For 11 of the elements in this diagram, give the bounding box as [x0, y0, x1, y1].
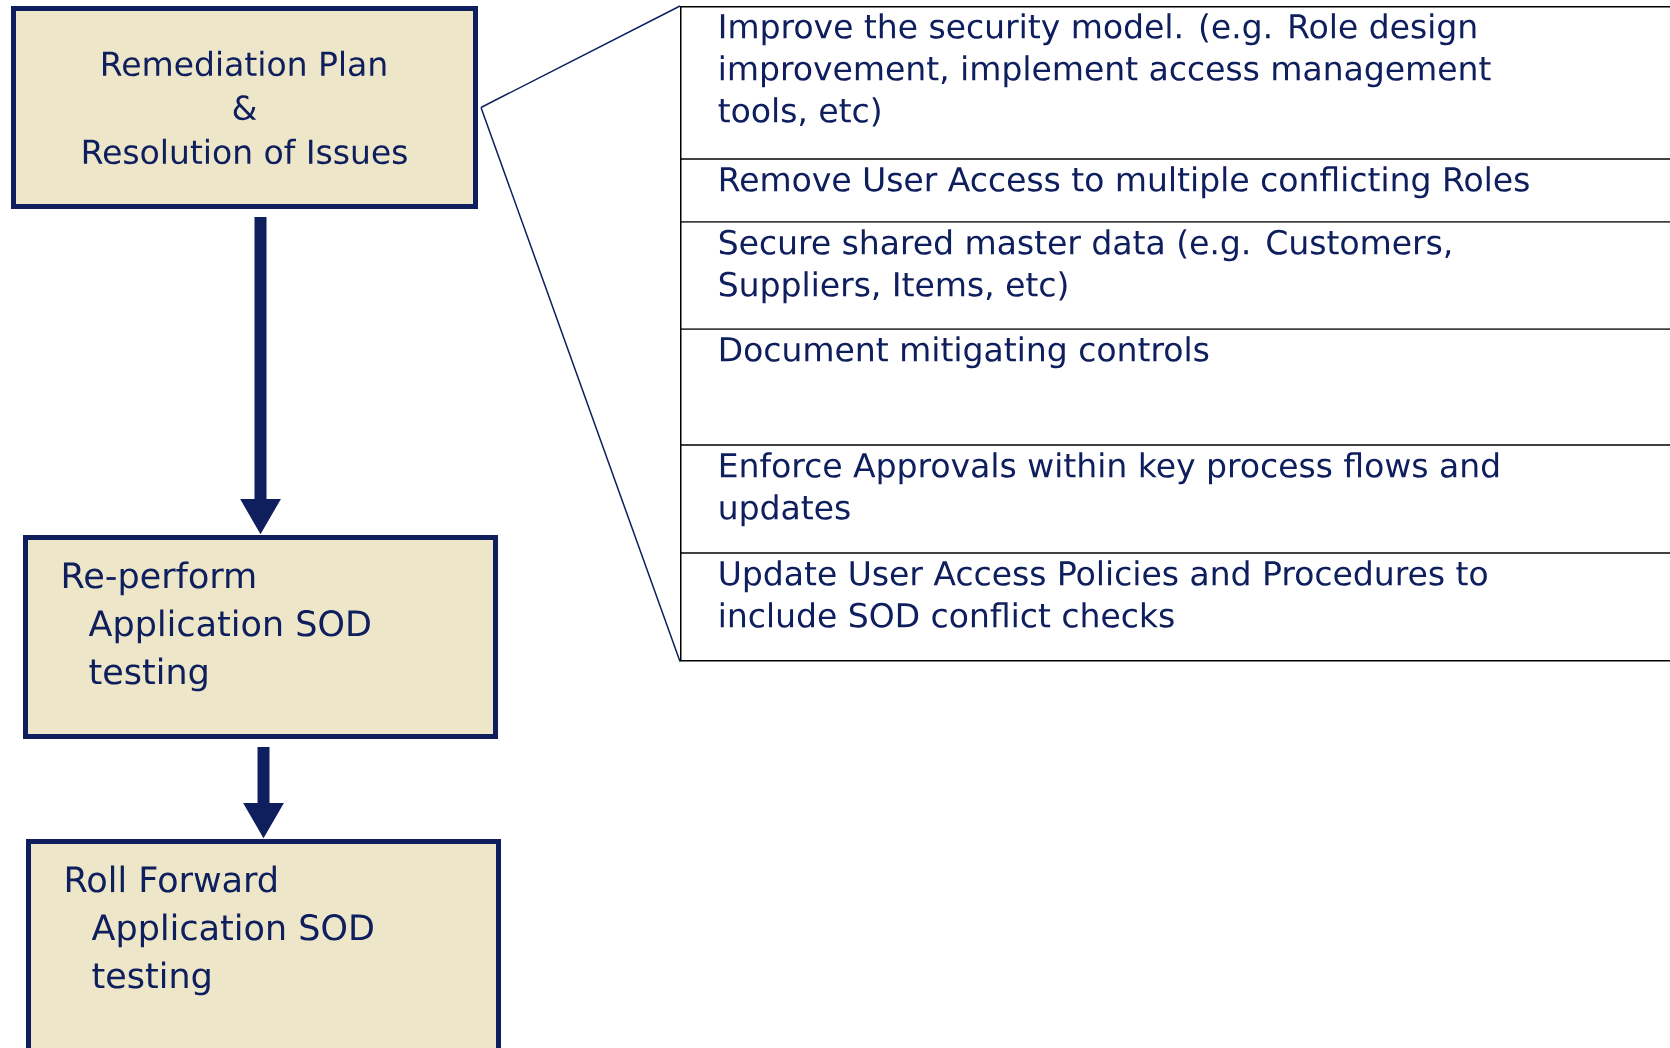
process-box: Roll Forward Application SOD testing [26, 839, 501, 1048]
table-row: Remove User Access to multiple conflicting Roles [720, 166, 1529, 199]
process-box: Re-perform Application SOD testing [23, 535, 498, 739]
process-box: Remediation Plan & Resolution of Issues [11, 6, 478, 209]
table-row: Secure shared master data (e.g. Customers, Suppliers, Items, etc) [719, 229, 1451, 304]
callout-wedge [480, 5, 681, 663]
table-row: Improve the security model. (e.g. Role design improvement, implement access management tools, etc) [718, 13, 1491, 127]
table-row: Document mitigating controls [720, 336, 1209, 369]
table-row: Enforce Approvals within key process flows and updates [720, 452, 1499, 527]
table-row: Update User Access Policies and Procedures to include SOD conflict checks [720, 560, 1487, 628]
table-frame [680, 6, 1670, 662]
